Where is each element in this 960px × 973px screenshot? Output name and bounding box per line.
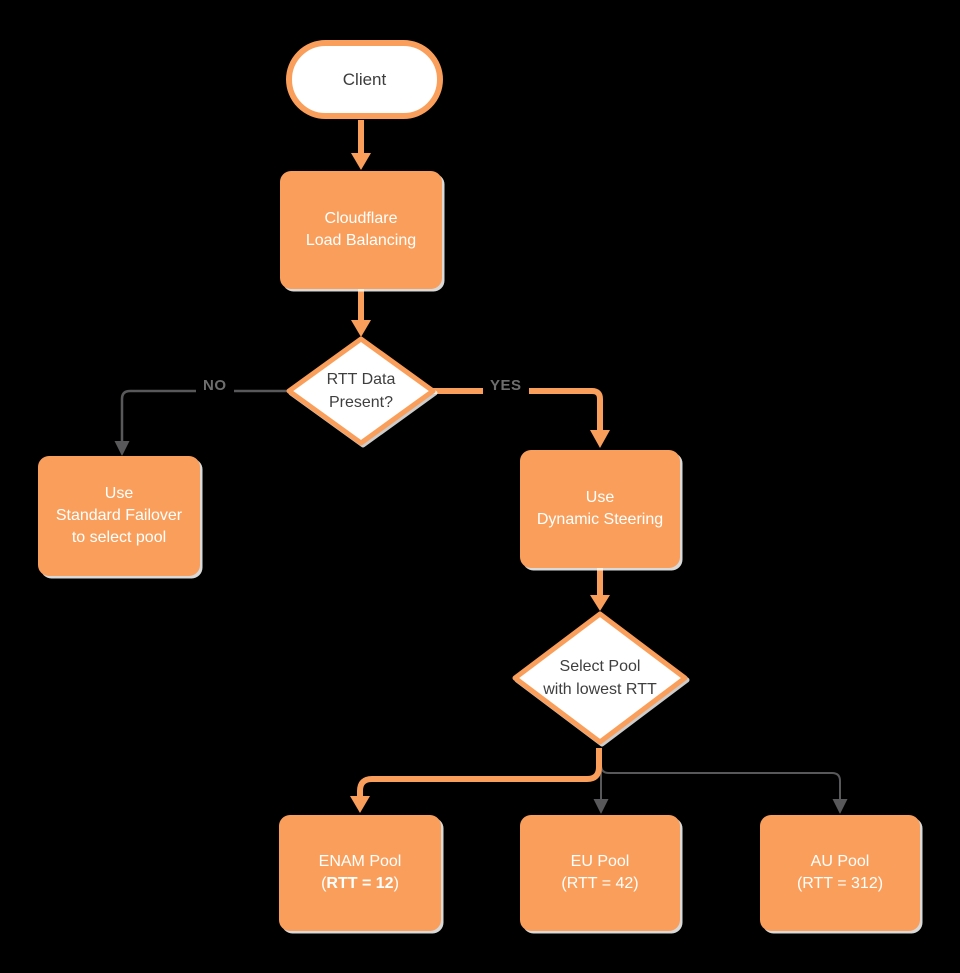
diamond-shape — [286, 336, 436, 446]
node-cloudflare-load-balancing: Cloudflare Load Balancing — [280, 171, 442, 289]
standard-failover-line2: Standard Failover — [55, 507, 183, 524]
select-pool-line1: Select Pool — [559, 658, 641, 675]
enam-paren-close: ) — [393, 875, 399, 892]
standard-failover-line3: to select pool — [71, 529, 167, 546]
node-loadbalancer-line2: Load Balancing — [305, 232, 417, 249]
node-eu-pool: EU Pool (RTT = 42) — [520, 815, 680, 931]
node-standard-failover: Use Standard Failover to select pool — [38, 456, 200, 576]
node-dynamic-steering: Use Dynamic Steering — [520, 450, 680, 568]
dynamic-steering-line2: Dynamic Steering — [536, 511, 664, 528]
dynamic-steering-line1: Use — [585, 489, 615, 506]
edge-selectpool-to-enam-pool — [350, 748, 602, 813]
enam-paren-open: ( — [321, 875, 327, 892]
enam-pool-name: ENAM Pool — [318, 853, 402, 870]
diamond-shape — [512, 611, 688, 745]
edge-selectpool-to-au-pool — [600, 748, 848, 814]
edge-label-no: NO — [196, 376, 234, 395]
node-client: Client — [286, 40, 443, 119]
enam-pool-rtt: (RTT = 12) — [279, 873, 441, 895]
node-loadbalancer-line1: Cloudflare — [324, 210, 398, 227]
rtt-decision-line1: RTT Data — [326, 371, 396, 388]
enam-rtt-value: RTT = 12 — [326, 875, 394, 892]
edge-dynamicsteering-to-selectpool — [590, 567, 610, 611]
edge-yes-to-dynamic-steering — [433, 388, 610, 448]
node-au-pool: AU Pool (RTT = 312) — [760, 815, 920, 931]
edge-no-to-standard-failover — [114, 389, 289, 456]
edge-loadbalancer-to-rttdecision — [351, 288, 371, 337]
eu-pool-rtt: (RTT = 42) — [561, 875, 639, 892]
edge-label-yes: YES — [483, 376, 529, 395]
au-pool-name: AU Pool — [810, 853, 870, 870]
standard-failover-line1: Use — [104, 485, 134, 502]
node-select-pool-decision: Select Pool with lowest RTT — [512, 611, 688, 745]
node-enam-pool: ENAM Pool (RTT = 12) — [279, 815, 441, 931]
eu-pool-name: EU Pool — [570, 853, 630, 870]
node-client-label: Client — [342, 69, 387, 89]
au-pool-rtt: (RTT = 312) — [796, 875, 884, 892]
edge-client-to-loadbalancer — [351, 120, 371, 170]
select-pool-line2: with lowest RTT — [543, 681, 657, 698]
rtt-decision-line2: Present? — [328, 394, 394, 411]
node-rtt-data-present-decision: RTT Data Present? — [286, 336, 436, 446]
